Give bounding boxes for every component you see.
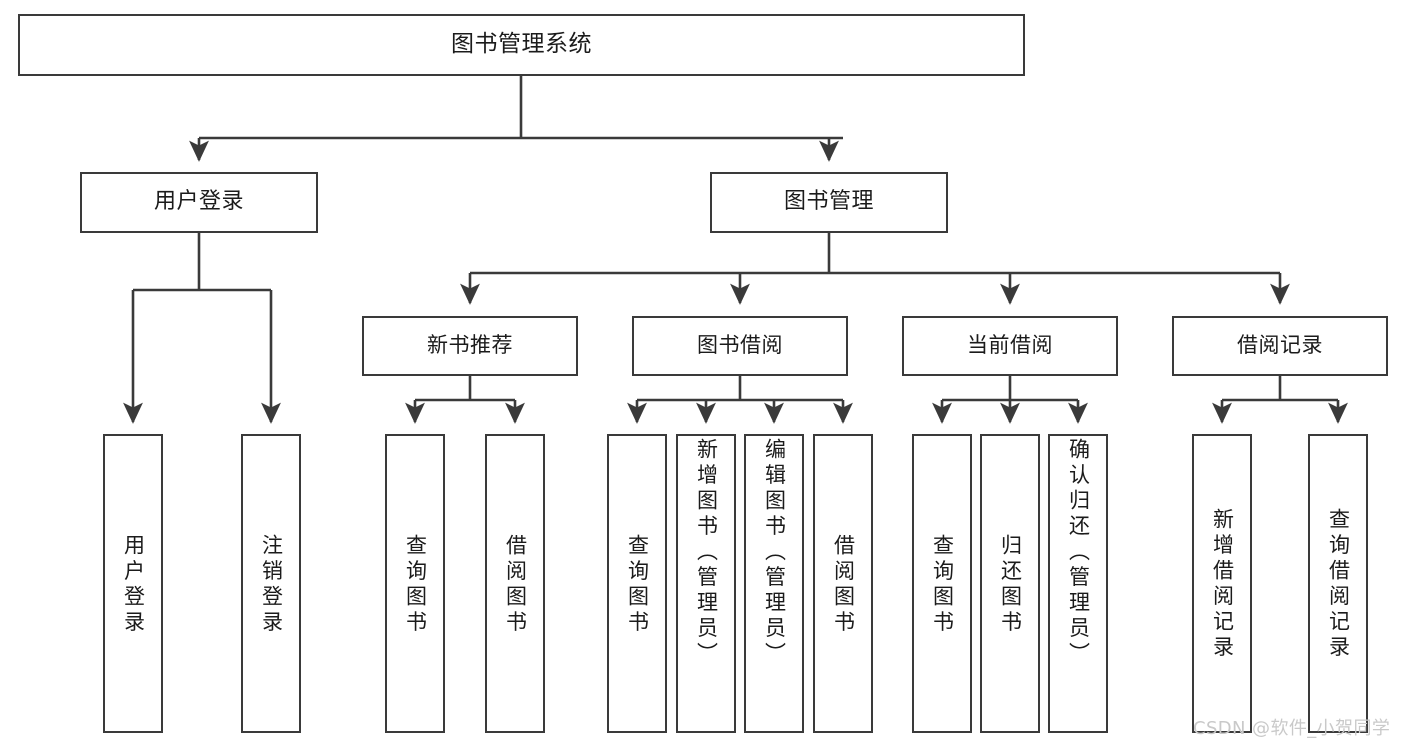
node-label: 新书推荐	[427, 333, 513, 358]
node-root-system[interactable]: 图书管理系统	[18, 14, 1025, 76]
leaf-confirm-return-admin[interactable]: 确认归还（管理员）	[1048, 434, 1108, 733]
node-label: 查询图书	[625, 533, 650, 636]
node-label: 用户登录	[153, 189, 244, 215]
node-label: 查询借阅记录	[1326, 508, 1351, 661]
node-label: 新增借阅记录	[1210, 508, 1235, 661]
node-label: 图书管理系统	[451, 31, 592, 58]
node-label: 借阅图书	[831, 533, 856, 636]
leaf-query-book-borrow[interactable]: 查询图书	[607, 434, 667, 733]
node-label: 查询图书	[930, 533, 955, 636]
node-label: 确认归还（管理员）	[1066, 438, 1091, 668]
leaf-query-borrow-record[interactable]: 查询借阅记录	[1308, 434, 1368, 733]
leaf-logout[interactable]: 注销登录	[241, 434, 301, 733]
leaf-query-book-newbook[interactable]: 查询图书	[385, 434, 445, 733]
leaf-borrow-book[interactable]: 借阅图书	[813, 434, 873, 733]
leaf-edit-book-admin[interactable]: 编辑图书（管理员）	[744, 434, 804, 733]
leaf-query-book-current[interactable]: 查询图书	[912, 434, 972, 733]
leaf-add-borrow-record[interactable]: 新增借阅记录	[1192, 434, 1252, 733]
node-label: 注销登录	[259, 533, 284, 636]
node-label: 新增图书（管理员）	[694, 438, 719, 668]
node-label: 图书管理	[783, 189, 874, 215]
leaf-borrow-book-newbook[interactable]: 借阅图书	[485, 434, 545, 733]
csdn-watermark: CSDN @软件_小贺同学	[1193, 718, 1391, 739]
node-borrow-record[interactable]: 借阅记录	[1172, 316, 1388, 376]
node-label: 归还图书	[998, 533, 1023, 636]
node-label: 编辑图书（管理员）	[762, 438, 787, 668]
node-new-book-recommend[interactable]: 新书推荐	[362, 316, 578, 376]
leaf-add-book-admin[interactable]: 新增图书（管理员）	[676, 434, 736, 733]
node-label: 查询图书	[403, 533, 428, 636]
node-book-management[interactable]: 图书管理	[710, 172, 948, 233]
node-label: 当前借阅	[967, 333, 1053, 358]
node-label: 借阅图书	[503, 533, 528, 636]
node-label: 用户登录	[121, 533, 146, 636]
node-label: 借阅记录	[1237, 333, 1323, 358]
node-label: 图书借阅	[697, 333, 783, 358]
leaf-return-book[interactable]: 归还图书	[980, 434, 1040, 733]
leaf-user-login[interactable]: 用户登录	[103, 434, 163, 733]
node-user-login[interactable]: 用户登录	[80, 172, 318, 233]
node-book-borrow[interactable]: 图书借阅	[632, 316, 848, 376]
node-current-borrow[interactable]: 当前借阅	[902, 316, 1118, 376]
